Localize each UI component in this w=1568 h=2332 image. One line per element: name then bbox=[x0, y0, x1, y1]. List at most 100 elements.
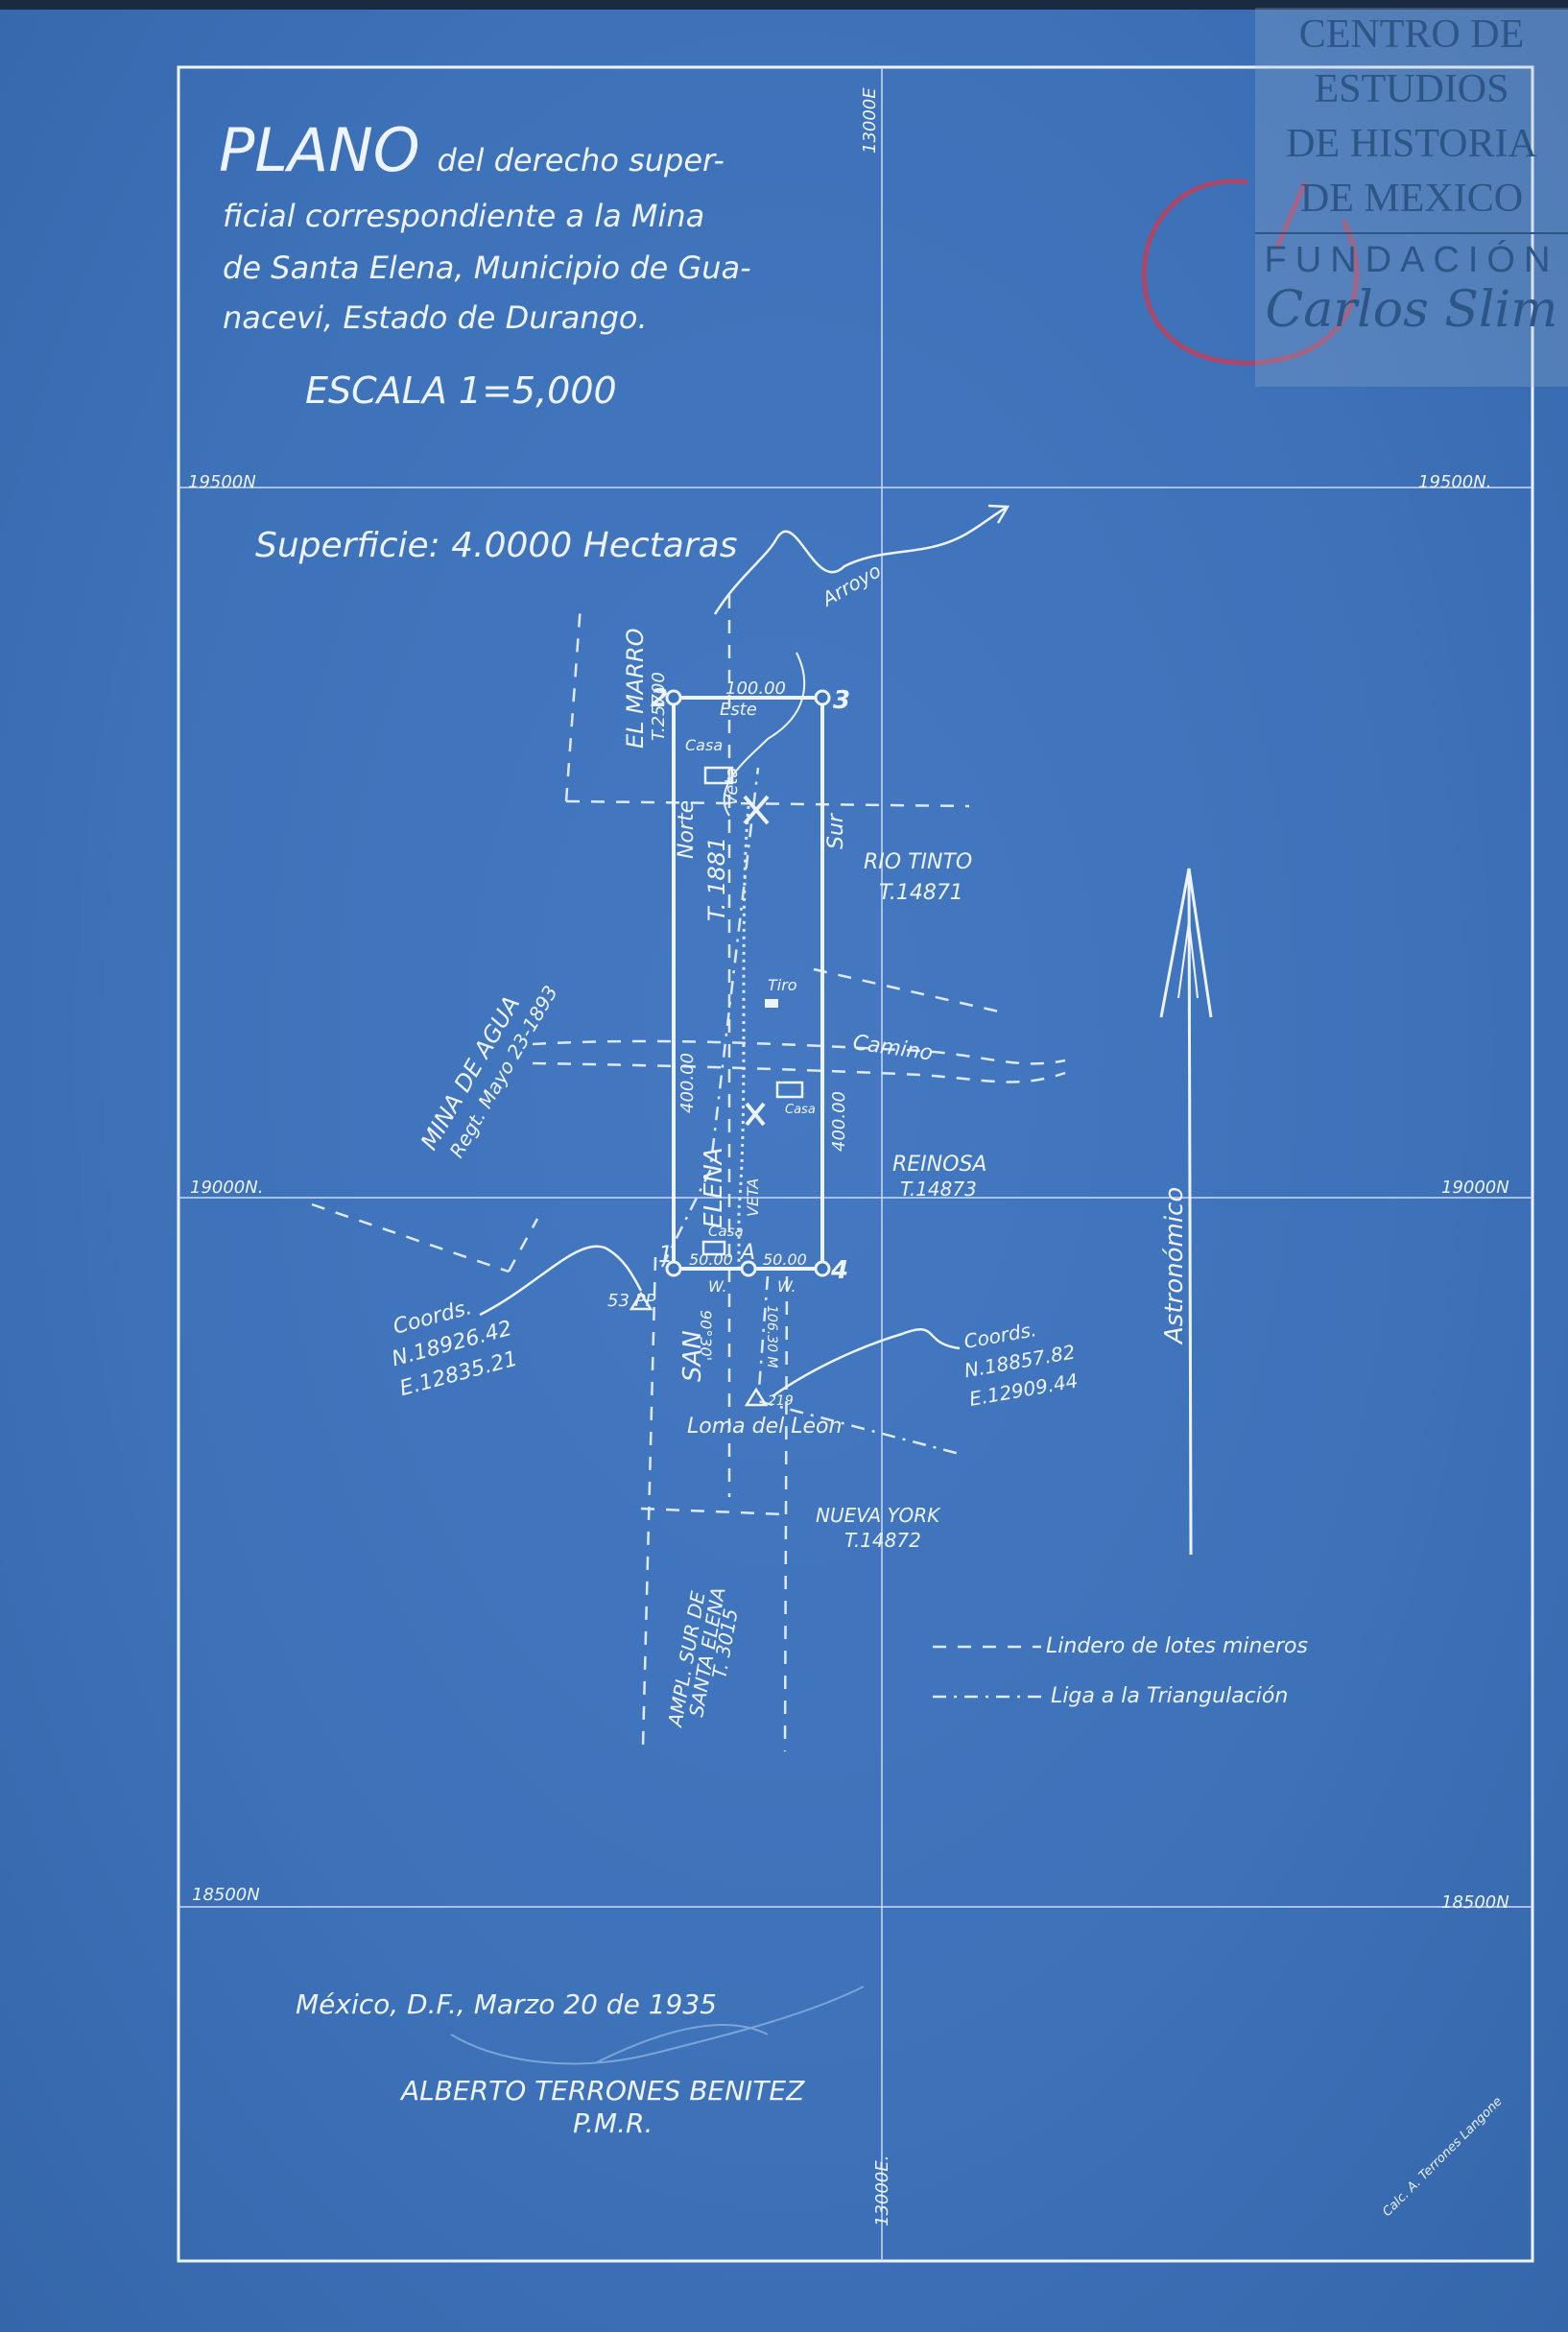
stamp-mark bbox=[1141, 178, 1360, 366]
left-dimension: 400.00 bbox=[677, 1053, 698, 1113]
top-edge bbox=[0, 0, 1568, 10]
el-marro-label: EL MARRO bbox=[622, 628, 649, 749]
bottom-direction-left: W. bbox=[708, 1277, 727, 1296]
shaft-icon bbox=[765, 999, 778, 1008]
north-label: Astronómico bbox=[1160, 1187, 1189, 1345]
grid-label-19000n-left: 19000N. bbox=[190, 1178, 263, 1198]
calculator-credit: Calc. A. Terrones Langone bbox=[1380, 2094, 1505, 2219]
road-label: Camino bbox=[851, 1031, 934, 1065]
tiro-label: Tiro bbox=[768, 976, 797, 994]
right-direction: Sur bbox=[824, 812, 848, 849]
watermark-line: DE MEXICO bbox=[1299, 177, 1524, 221]
corner-1-label: 1 bbox=[658, 1241, 673, 1268]
boundary-line bbox=[564, 604, 582, 802]
corner-3-icon bbox=[814, 689, 831, 706]
grid-label-19000n-right: 19000N bbox=[1441, 1178, 1509, 1198]
legend-item-boundary: Lindero de lotes mineros bbox=[1046, 1634, 1308, 1658]
map-title-line3: de Santa Elena, Municipio de Gua- bbox=[223, 250, 751, 286]
road-line bbox=[532, 1061, 1066, 1083]
vein-label-lower: VETA bbox=[744, 1178, 762, 1217]
watermark-line: FUNDACIÓN bbox=[1255, 232, 1568, 281]
grid-label-19500n-right: 19500N. bbox=[1418, 472, 1491, 492]
place-date: México, D.F., Marzo 20 de 1935 bbox=[296, 1988, 717, 2020]
grid-label-19500n-left: 19500N bbox=[188, 472, 256, 492]
watermark: CENTRO DE ESTUDIOS DE HISTORIA DE MEXICO… bbox=[1255, 8, 1568, 387]
north-arrow-head-icon bbox=[1159, 868, 1213, 1018]
arroyo-lower bbox=[723, 652, 806, 817]
claim-name-elena: ELENA bbox=[700, 1147, 728, 1228]
reinosa-title: T.14873 bbox=[900, 1178, 977, 1201]
right-dimension: 400.00 bbox=[829, 1091, 849, 1152]
bearing-distance: 106.30 M bbox=[764, 1305, 779, 1368]
house-icon bbox=[703, 766, 734, 785]
coords-right-leader bbox=[772, 1328, 961, 1398]
watermark-line: CENTRO DE bbox=[1298, 12, 1525, 57]
triangulation-station-icon bbox=[629, 1291, 653, 1311]
house-icon bbox=[775, 1081, 804, 1099]
corner-4-icon bbox=[814, 1260, 831, 1277]
watermark-line: ESTUDIOS bbox=[1314, 67, 1509, 111]
rio-tinto-title: T.14871 bbox=[879, 881, 963, 905]
corner-2-label: 2 bbox=[651, 684, 668, 713]
author-degree: P.M.R. bbox=[573, 2107, 653, 2139]
map-title-line2: ficial correspondiente a la Mina bbox=[223, 198, 704, 234]
map-title-line4: nacevi, Estado de Durango. bbox=[223, 299, 648, 336]
legend-item-triangulation: Liga a la Triangulación bbox=[1051, 1684, 1288, 1708]
grid-label-18500n-left: 18500N bbox=[192, 1885, 260, 1905]
triangulation-line bbox=[756, 1275, 961, 1456]
signature bbox=[450, 1986, 865, 2065]
arrow-icon bbox=[987, 504, 1010, 524]
claim-title-number: T. 1881 bbox=[703, 837, 730, 921]
grid-label-13000e-top: 13000E bbox=[860, 87, 880, 154]
el-marro-title: T.25700 bbox=[649, 672, 669, 741]
coords-left: Coords. N.18926.42 E.12835.21 bbox=[390, 1296, 520, 1401]
vein-line bbox=[737, 805, 750, 1267]
left-direction: Norte bbox=[675, 800, 699, 859]
arroyo-label: Arroyo bbox=[817, 559, 885, 611]
grid-label-13000e-bottom: 13000E. bbox=[872, 2155, 892, 2226]
boundary-line bbox=[641, 1256, 657, 1748]
nueva-york-title: T.14872 bbox=[844, 1529, 921, 1552]
triangulation-line bbox=[660, 767, 760, 1268]
top-direction: Este bbox=[720, 700, 757, 720]
boundary-line bbox=[640, 1507, 786, 1516]
arroyo-stream bbox=[713, 505, 1009, 615]
area-label: Superficie: 4.0000 Hectaras bbox=[255, 526, 737, 565]
boundary-line bbox=[507, 1218, 539, 1273]
corner-4-label: 4 bbox=[830, 1256, 848, 1285]
mine-pick-icon bbox=[745, 1102, 766, 1127]
vein-label: Veta bbox=[722, 768, 742, 806]
map-border bbox=[177, 65, 1534, 2263]
casa-label: Casa bbox=[685, 736, 723, 754]
rio-tinto-label: RIO TINTO bbox=[864, 850, 972, 874]
map-scale: ESCALA 1=5,000 bbox=[305, 369, 617, 412]
bottom-dimension-right: 50.00 bbox=[763, 1250, 807, 1269]
loma-del-leon-label: Loma del Leon bbox=[687, 1415, 842, 1439]
north-arrow-inner-icon bbox=[1177, 920, 1199, 999]
house-icon bbox=[701, 1240, 726, 1256]
stamp-mark-stroke bbox=[1273, 181, 1308, 250]
reinosa-label: REINOSA bbox=[892, 1153, 986, 1177]
station-219-label: 219 bbox=[768, 1393, 794, 1409]
point-a-label: A bbox=[739, 1241, 755, 1265]
corner-2-icon bbox=[665, 689, 682, 706]
casa-label: Casa bbox=[708, 1223, 744, 1240]
top-dimension: 100.00 bbox=[725, 678, 786, 699]
boundary-line bbox=[565, 799, 970, 808]
coords-left-leader bbox=[479, 1245, 643, 1317]
corner-markers bbox=[665, 689, 831, 1277]
triangulation-station-icon bbox=[744, 1387, 769, 1407]
corner-3-label: 3 bbox=[833, 686, 850, 715]
corner-1-icon bbox=[665, 1260, 682, 1277]
casa-label: Casa bbox=[785, 1103, 816, 1117]
nueva-york-label: NUEVA YORK bbox=[816, 1504, 941, 1527]
claim-name-san: SAN bbox=[678, 1330, 707, 1382]
watermark-signature: Carlos Slim bbox=[1265, 281, 1558, 339]
bearing-angle: 90°30' bbox=[697, 1310, 715, 1361]
coords-right: Coords. N.18857.82 E.12909.44 bbox=[962, 1318, 1080, 1411]
north-arrow bbox=[1187, 868, 1193, 1556]
watermark-line: DE HISTORIA bbox=[1286, 122, 1537, 166]
